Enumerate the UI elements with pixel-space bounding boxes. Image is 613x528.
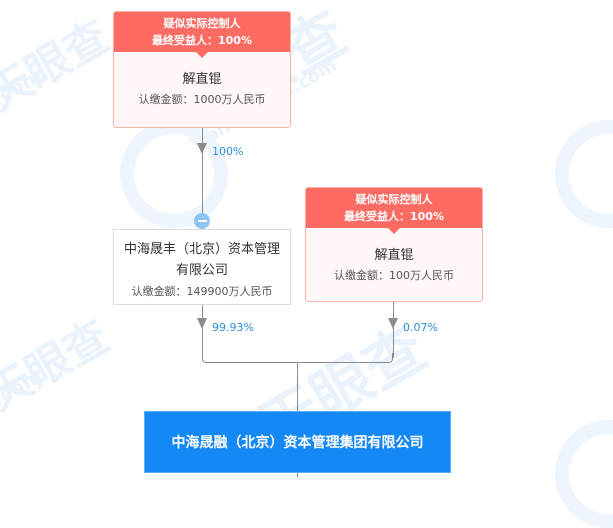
controller-label: 疑似实际控制人 bbox=[163, 17, 241, 30]
node-target-company[interactable]: 中海晟融（北京）资本管理集团有限公司 bbox=[144, 411, 451, 473]
beneficiary-label: 最终受益人：100% bbox=[344, 210, 444, 223]
person-name[interactable]: 解直锟 bbox=[374, 248, 414, 263]
watermark-logo-icon bbox=[555, 120, 613, 228]
edge-line-top bbox=[202, 128, 203, 215]
watermark-text: .com bbox=[0, 63, 47, 111]
edge-merge-line bbox=[202, 353, 393, 363]
subscribed-amount: 认缴金额：100万人民币 bbox=[334, 269, 454, 282]
watermark-logo-icon bbox=[555, 420, 613, 528]
company-name[interactable]: 中海晟丰（北京）资本管理有限公司 bbox=[124, 242, 281, 278]
controller-badge: 疑似实际控制人 最终受益人：100% bbox=[306, 188, 482, 234]
arrow-down-icon bbox=[388, 318, 398, 329]
edge-line-middle bbox=[202, 305, 203, 358]
controller-label: 疑似实际控制人 bbox=[355, 193, 433, 206]
node-right-controller[interactable]: 疑似实际控制人 最终受益人：100% 解直锟 认缴金额：100万人民币 bbox=[305, 187, 483, 302]
node-middle-company[interactable]: 中海晟丰（北京）资本管理有限公司 认缴金额：149900万人民币 bbox=[113, 229, 291, 305]
minus-icon bbox=[197, 220, 207, 222]
watermark-text: 天眼查 bbox=[0, 10, 119, 121]
collapse-button[interactable] bbox=[194, 213, 210, 229]
edge-line-right bbox=[393, 302, 394, 358]
arrow-down-icon bbox=[197, 143, 207, 154]
controller-badge: 疑似实际控制人 最终受益人：100% bbox=[114, 12, 290, 58]
node-top-controller[interactable]: 疑似实际控制人 最终受益人：100% 解直锟 认缴金额：1000万人民币 bbox=[113, 11, 291, 128]
person-name[interactable]: 解直锟 bbox=[182, 72, 222, 87]
edge-percent-top: 100% bbox=[212, 145, 244, 158]
subscribed-amount: 认缴金额：1000万人民币 bbox=[138, 93, 266, 106]
subscribed-amount: 认缴金额：149900万人民币 bbox=[131, 285, 273, 298]
arrow-down-icon bbox=[197, 318, 207, 329]
target-company-name: 中海晟融（北京）资本管理集团有限公司 bbox=[171, 435, 424, 451]
edge-percent-middle: 99.93% bbox=[212, 321, 254, 334]
watermark-text: .com bbox=[0, 363, 47, 411]
edge-line-stem bbox=[297, 363, 298, 411]
watermark-text: 天眼查 bbox=[0, 310, 119, 421]
watermark-logo-icon bbox=[120, 120, 228, 228]
beneficiary-label: 最终受益人：100% bbox=[152, 34, 252, 47]
edge-line-bottom bbox=[297, 473, 298, 477]
edge-percent-right: 0.07% bbox=[403, 321, 438, 334]
